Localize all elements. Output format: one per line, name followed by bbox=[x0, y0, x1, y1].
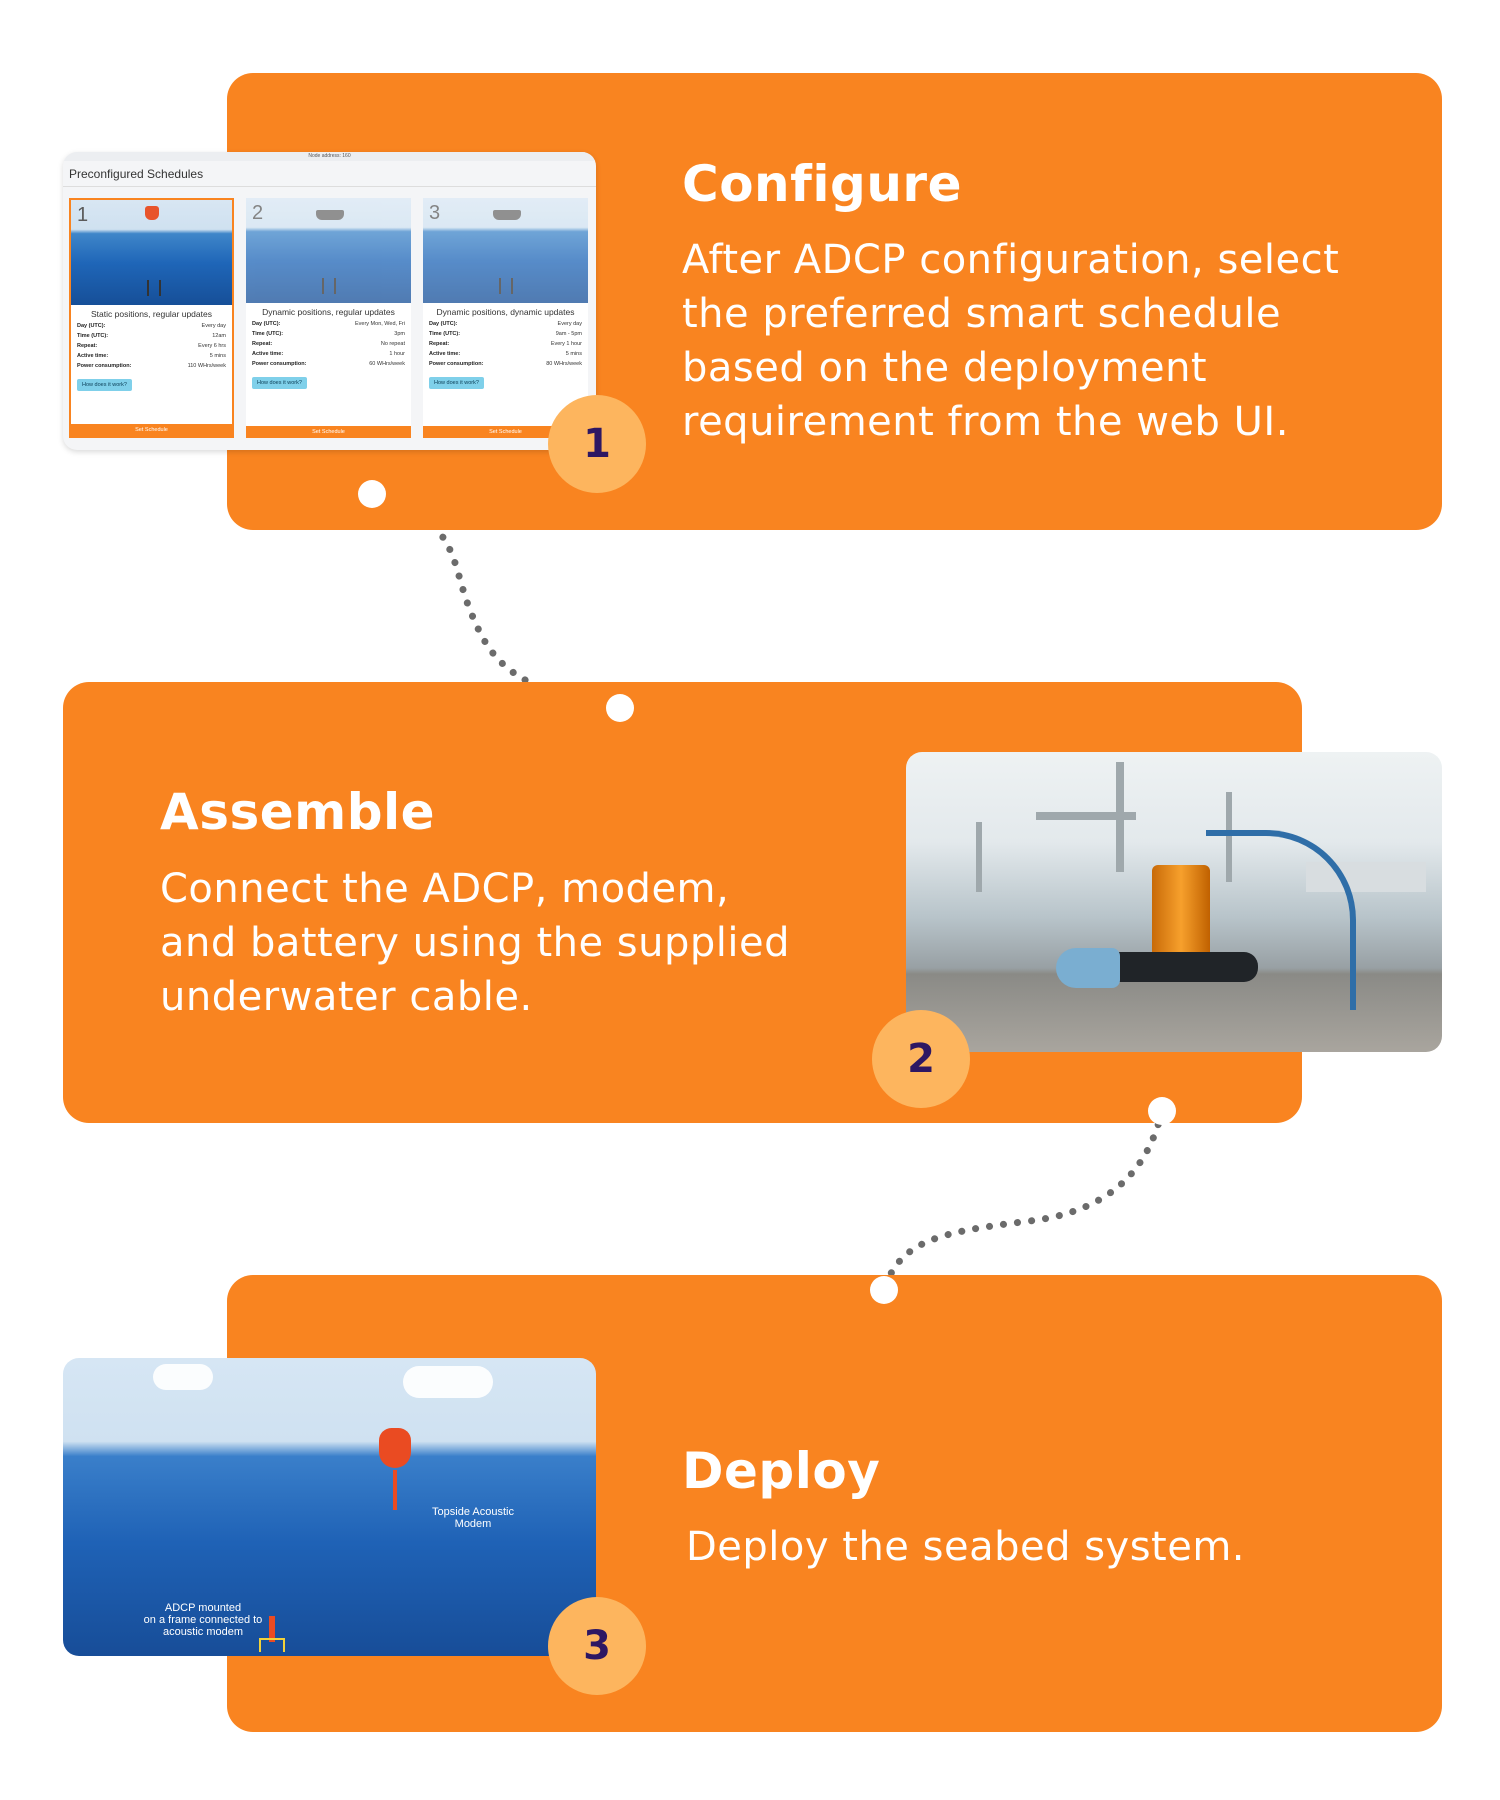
step-number-badge: 1 bbox=[548, 395, 646, 493]
topside-modem-label: Topside Acoustic Modem bbox=[432, 1506, 514, 1530]
set-schedule-button[interactable]: Set Schedule bbox=[246, 426, 411, 438]
step-title: Deploy bbox=[682, 1442, 881, 1500]
schedule-illustration: 1 bbox=[71, 200, 232, 305]
schedule-card-2[interactable]: 2 Dynamic positions, regular updates Day… bbox=[246, 198, 411, 438]
adcp-frame-icon bbox=[499, 278, 513, 294]
schedule-label: Dynamic positions, regular updates bbox=[262, 307, 395, 317]
acoustic-modem bbox=[1152, 865, 1210, 961]
step-description: Deploy the seabed system. bbox=[686, 1524, 1246, 1570]
how-it-works-button[interactable]: How does it work? bbox=[77, 379, 132, 391]
set-schedule-button[interactable]: Set Schedule bbox=[71, 424, 232, 436]
deployment-illustration: Topside Acoustic Modem ADCP mounted on a… bbox=[63, 1358, 596, 1656]
set-schedule-button[interactable]: Set Schedule bbox=[423, 426, 588, 438]
adcp-head bbox=[1056, 948, 1120, 988]
step-title: Configure bbox=[682, 155, 962, 213]
schedule-label: Dynamic positions, dynamic updates bbox=[436, 307, 575, 317]
schedule-number: 1 bbox=[77, 204, 89, 226]
schedule-label: Static positions, regular updates bbox=[91, 309, 212, 319]
schedule-number: 3 bbox=[429, 202, 441, 224]
step-number-badge: 2 bbox=[872, 1010, 970, 1108]
adcp-frame-icon bbox=[147, 280, 161, 296]
screenshot-heading: Preconfigured Schedules bbox=[63, 161, 596, 187]
schedule-number: 2 bbox=[252, 202, 264, 224]
screenshot-topbar: Node address: 160 bbox=[63, 152, 596, 161]
ship-icon bbox=[493, 210, 521, 220]
step-title: Assemble bbox=[160, 783, 436, 841]
adcp-label: ADCP mounted on a frame connected to aco… bbox=[143, 1602, 263, 1638]
seabed-modem bbox=[269, 1616, 275, 1642]
connector-2-3 bbox=[880, 1107, 1166, 1294]
step-description: After ADCP configuration, select the pre… bbox=[682, 237, 1340, 445]
schedule-screenshot: Node address: 160 Preconfigured Schedule… bbox=[63, 152, 596, 450]
how-it-works-button[interactable]: How does it work? bbox=[252, 377, 307, 389]
ship-icon bbox=[316, 210, 344, 220]
how-it-works-button[interactable]: How does it work? bbox=[429, 377, 484, 389]
adcp-frame-icon bbox=[322, 278, 336, 294]
schedule-card-1[interactable]: 1 Static positions, regular updates Day … bbox=[69, 198, 234, 438]
schedule-card-3[interactable]: 3 Dynamic positions, dynamic updates Day… bbox=[423, 198, 588, 438]
step-description: Connect the ADCP, modem, and battery usi… bbox=[160, 866, 790, 1020]
buoy-icon bbox=[145, 206, 159, 220]
step-number-badge: 3 bbox=[548, 1597, 646, 1695]
underwater-cable bbox=[1206, 830, 1356, 1010]
equipment-photo bbox=[906, 752, 1442, 1052]
schedule-illustration: 2 bbox=[246, 198, 411, 303]
buoy-icon bbox=[379, 1428, 411, 1468]
adcp-frame-icon bbox=[259, 1638, 285, 1652]
schedule-illustration: 3 bbox=[423, 198, 588, 303]
